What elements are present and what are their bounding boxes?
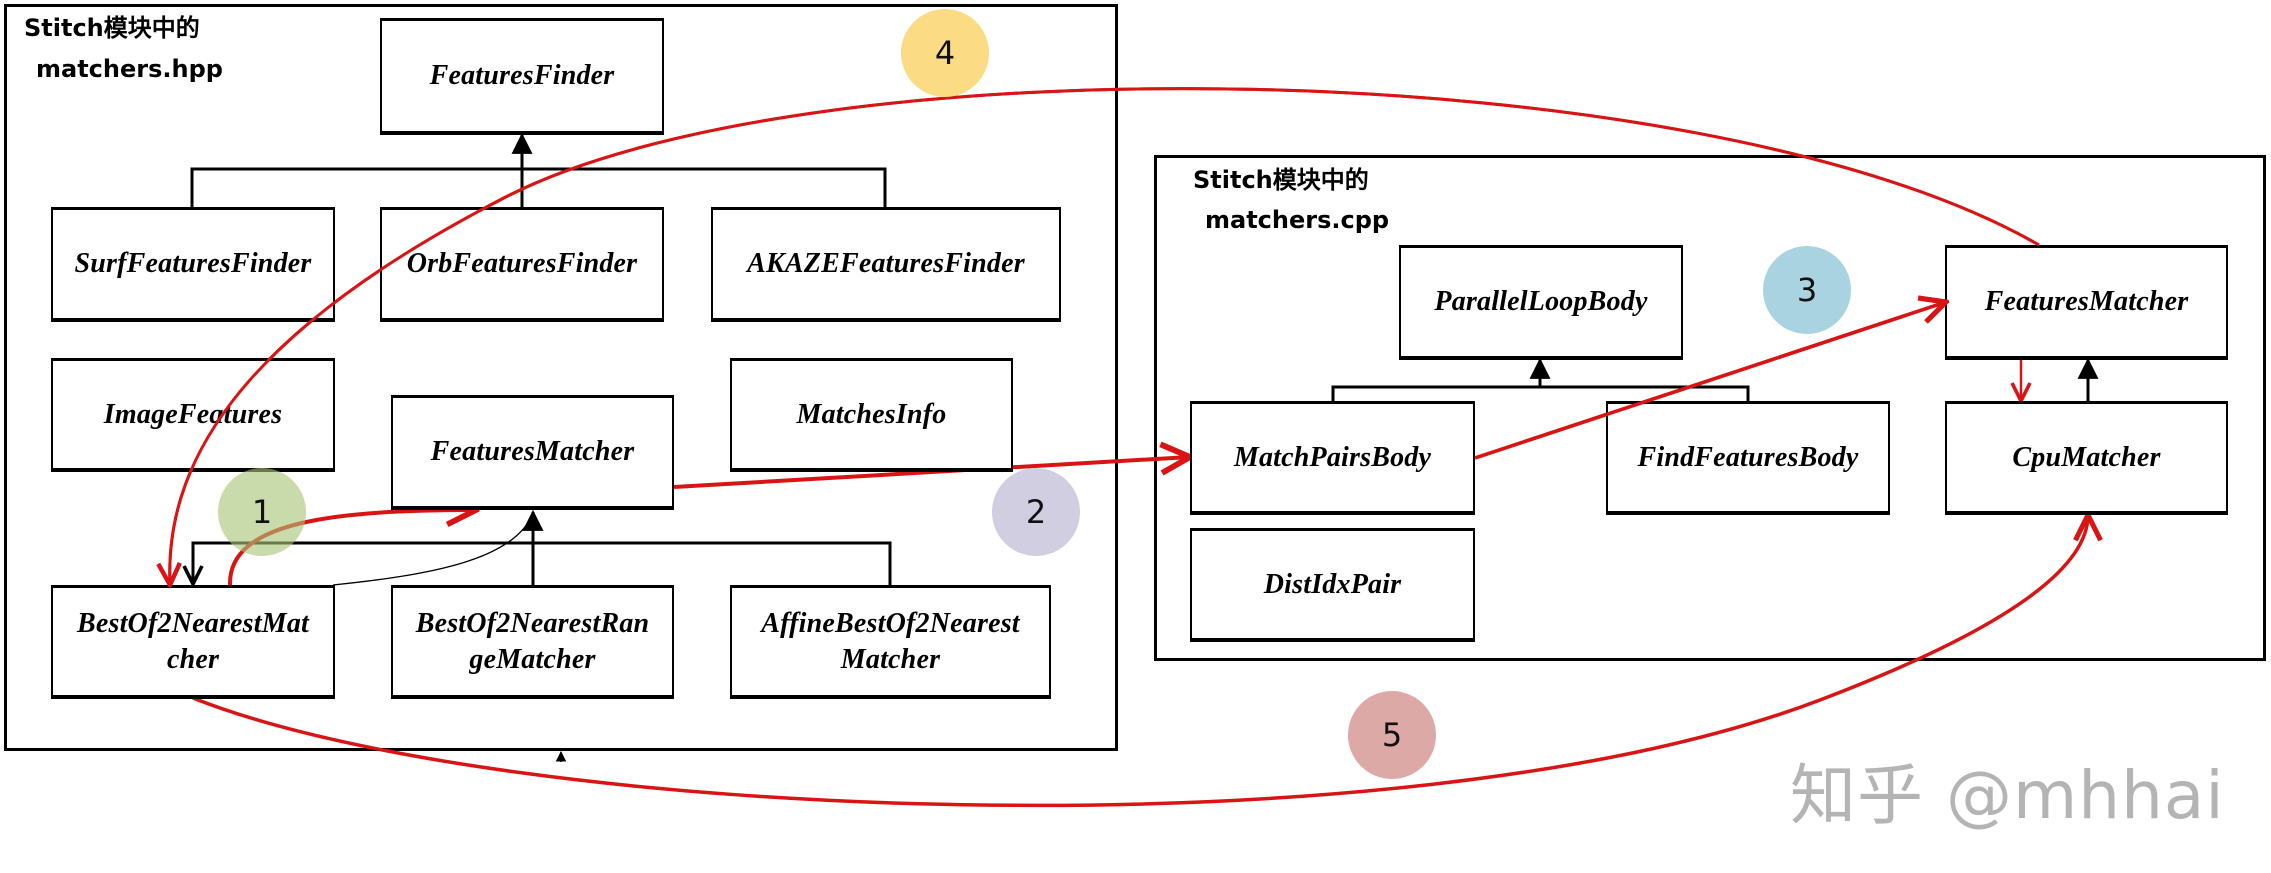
- class-orb-features-finder[interactable]: OrbFeaturesFinder: [380, 207, 664, 322]
- thin-link: [332, 512, 534, 586]
- connector-bar: [190, 167, 887, 208]
- class-label: OrbFeaturesFinder: [406, 248, 638, 279]
- class-features-matcher-hpp[interactable]: FeaturesMatcher: [391, 395, 674, 510]
- class-label-line1: BestOf2NearestRan: [415, 607, 650, 639]
- module-label-hpp-line2: matchers.hpp: [36, 55, 223, 83]
- step-badge-3: 3: [1763, 246, 1851, 334]
- class-label: DistIdxPair: [1263, 568, 1402, 600]
- class-parallel-loop-body[interactable]: ParallelLoopBody: [1399, 245, 1683, 360]
- watermark: 知乎 @mhhai: [1790, 757, 2225, 834]
- step-badge-1: 1: [218, 468, 306, 556]
- class-label: MatchPairsBody: [1233, 441, 1432, 473]
- class-label: SurfFeaturesFinder: [74, 248, 312, 279]
- class-label: FeaturesMatcher: [430, 436, 635, 467]
- class-label: MatchesInfo: [796, 398, 947, 430]
- class-label: ParallelLoopBody: [1434, 286, 1648, 317]
- class-akaze-features-finder[interactable]: AKAZEFeaturesFinder: [711, 207, 1061, 322]
- class-best-of-2-nearest-matcher[interactable]: BestOf2NearestMat cher: [51, 585, 335, 699]
- flow-curve-5: [192, 515, 2088, 808]
- class-dist-idx-pair[interactable]: DistIdxPair: [1190, 528, 1475, 642]
- connector-bar: [191, 541, 892, 585]
- class-features-finder[interactable]: FeaturesFinder: [380, 18, 664, 135]
- class-best-of-2-nearest-range-matcher[interactable]: BestOf2NearestRan geMatcher: [391, 585, 674, 699]
- class-label-line2: cher: [166, 643, 220, 675]
- class-label: FeaturesFinder: [429, 60, 615, 91]
- step-badge-label: 4: [934, 34, 956, 72]
- step-badge-2: 2: [992, 468, 1080, 556]
- class-label: FindFeaturesBody: [1637, 441, 1859, 473]
- inherit-features-finder: [190, 132, 887, 208]
- step-badge-label: 5: [1381, 716, 1403, 754]
- class-features-matcher-cpp[interactable]: FeaturesMatcher: [1945, 245, 2228, 360]
- step-badge-label: 3: [1796, 271, 1818, 309]
- step-badge-label: 1: [251, 493, 273, 531]
- class-label-line1: BestOf2NearestMat: [76, 607, 310, 639]
- class-affine-best-of-2-nearest-matcher[interactable]: AffineBestOf2Nearest Matcher: [730, 585, 1051, 699]
- class-label: ImageFeatures: [103, 398, 283, 430]
- step-badge-label: 2: [1025, 493, 1047, 531]
- module-label-hpp-line1: Stitch模块中的: [24, 14, 200, 42]
- class-label-line2: Matcher: [840, 643, 941, 675]
- class-find-features-body[interactable]: FindFeaturesBody: [1606, 401, 1890, 515]
- step-badge-5: 5: [1348, 691, 1436, 779]
- class-label-line2: geMatcher: [469, 643, 596, 675]
- class-surf-features-finder[interactable]: SurfFeaturesFinder: [51, 207, 335, 322]
- step-badge-4: 4: [901, 9, 989, 97]
- class-label: CpuMatcher: [2012, 441, 2161, 473]
- class-label: FeaturesMatcher: [1984, 286, 2189, 317]
- class-match-pairs-body[interactable]: MatchPairsBody: [1190, 401, 1475, 515]
- class-matches-info[interactable]: MatchesInfo: [730, 358, 1013, 472]
- class-cpu-matcher[interactable]: CpuMatcher: [1945, 401, 2228, 515]
- class-label: AKAZEFeaturesFinder: [747, 248, 1025, 279]
- class-image-features[interactable]: ImageFeatures: [51, 358, 335, 472]
- class-label-line1: AffineBestOf2Nearest: [761, 607, 1020, 639]
- inherit-parallel-loop-body: [1331, 357, 1750, 401]
